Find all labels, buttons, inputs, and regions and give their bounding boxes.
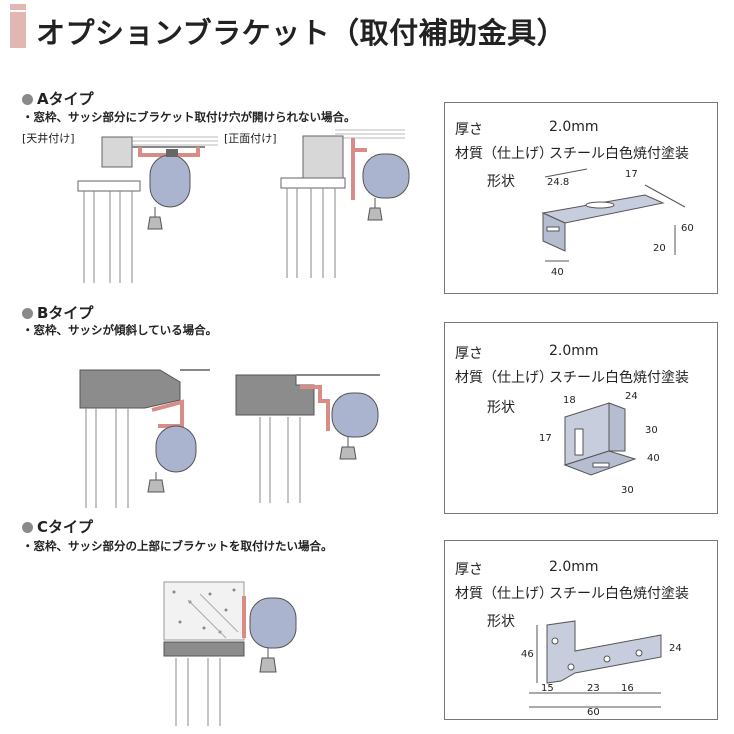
dim-label: 16 bbox=[621, 683, 634, 694]
thickness-label: 厚さ bbox=[455, 122, 483, 138]
dim-label: 17 bbox=[625, 169, 638, 180]
type-a-front-illustration bbox=[280, 129, 410, 278]
material-label: 材質（仕上げ） bbox=[455, 146, 553, 162]
material-value: スチール白色焼付塗装 bbox=[549, 370, 689, 386]
thickness-label: 厚さ bbox=[455, 346, 483, 362]
dim-label: 60 bbox=[587, 707, 600, 715]
material-value: スチール白色焼付塗装 bbox=[549, 586, 689, 602]
section-b-note: ・窓枠、サッシが傾斜している場合。 bbox=[22, 323, 218, 337]
bracket-a-drawing: 24.8 17 60 20 40 bbox=[541, 168, 694, 278]
material-label: 材質（仕上げ） bbox=[455, 370, 553, 386]
bullet-icon bbox=[22, 308, 33, 319]
thickness-value: 2.0mm bbox=[549, 559, 599, 575]
dim-label: 20 bbox=[653, 243, 666, 254]
bracket-b-drawing: 18 24 17 30 40 30 bbox=[539, 391, 660, 496]
shape-label: 形状 bbox=[487, 614, 515, 630]
thickness-value: 2.0mm bbox=[549, 343, 599, 359]
dim-label: 23 bbox=[587, 683, 600, 694]
type-b-label: Bタイプ bbox=[37, 304, 94, 322]
bullet-icon bbox=[22, 522, 33, 533]
tag-front-mount: [正面付け] bbox=[224, 132, 277, 145]
dim-label: 15 bbox=[541, 683, 554, 694]
dim-label: 24.8 bbox=[547, 177, 569, 188]
type-c-illustration bbox=[163, 581, 297, 726]
title-accent-bar bbox=[10, 12, 26, 48]
type-b-illustration-2 bbox=[235, 374, 380, 503]
bracket-c-drawing: 46 24 15 23 16 60 bbox=[521, 620, 682, 715]
tag-ceiling-mount: [天井付け] bbox=[22, 132, 75, 145]
type-a-label: Aタイプ bbox=[37, 90, 94, 108]
dim-label: 46 bbox=[521, 649, 534, 660]
type-c-label: Cタイプ bbox=[37, 518, 94, 536]
title-accent-dot bbox=[10, 4, 26, 10]
dim-label: 30 bbox=[645, 425, 658, 436]
spec-panel-c: 厚さ 2.0mm 材質（仕上げ） スチール白色焼付塗装 形状 46 24 15 … bbox=[444, 540, 718, 720]
shape-label: 形状 bbox=[487, 174, 515, 190]
dim-label: 17 bbox=[539, 433, 552, 444]
bullet-icon bbox=[22, 94, 33, 105]
shape-label: 形状 bbox=[487, 400, 515, 416]
section-a-heading: Aタイプ bbox=[22, 88, 94, 109]
dim-label: 18 bbox=[563, 395, 576, 406]
section-c-heading: Cタイプ bbox=[22, 516, 93, 537]
dim-label: 40 bbox=[647, 453, 660, 464]
type-b-illustration-1 bbox=[79, 369, 210, 508]
material-value: スチール白色焼付塗装 bbox=[549, 146, 689, 162]
spec-panel-b: 厚さ 2.0mm 材質（仕上げ） スチール白色焼付塗装 形状 18 24 17 … bbox=[444, 322, 718, 514]
section-a-note: ・窓枠、サッシ部分にブラケット取付け穴が開けられない場合。 bbox=[22, 110, 356, 124]
section-b-heading: Bタイプ bbox=[22, 302, 93, 323]
thickness-label: 厚さ bbox=[455, 562, 483, 578]
type-a-ceiling-illustration bbox=[77, 136, 218, 283]
dim-label: 24 bbox=[625, 391, 638, 402]
dim-label: 24 bbox=[669, 643, 682, 654]
dim-label: 30 bbox=[621, 485, 634, 496]
page-title: オプションブラケット（取付補助金具） bbox=[36, 16, 567, 50]
spec-panel-a: 厚さ 2.0mm 材質（仕上げ） スチール白色焼付塗装 形状 24.8 17 6… bbox=[444, 102, 718, 294]
section-c-note: ・窓枠、サッシ部分の上部にブラケットを取付けたい場合。 bbox=[22, 539, 333, 553]
dim-label: 40 bbox=[551, 267, 564, 278]
thickness-value: 2.0mm bbox=[549, 119, 599, 135]
material-label: 材質（仕上げ） bbox=[455, 586, 553, 602]
dim-label: 60 bbox=[681, 223, 694, 234]
